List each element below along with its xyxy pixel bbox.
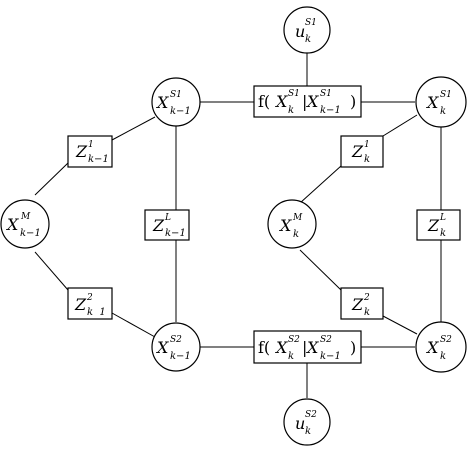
node-u-s2-sub: k [305, 426, 311, 437]
factor-z1-sub: k [364, 154, 370, 165]
node-x-m-prev-base: X [5, 215, 19, 234]
factor-f-s1-sub1: k [288, 105, 294, 116]
factor-z1: Z 1 k [340, 135, 384, 168]
edge-x-m-to-z2 [299, 249, 342, 291]
node-x-s2-sub: k [440, 351, 446, 362]
node-u-s2-base: u [295, 414, 305, 433]
node-x-s1-prev-sub: k−1 [170, 106, 191, 117]
node-u-s1-sub: k [305, 34, 311, 45]
factor-f-s1-f: f( [258, 92, 270, 111]
node-x-s1-prev: X S1 k−1 [151, 77, 201, 127]
factor-zl-prev-sub: k−1 [165, 228, 186, 239]
factor-f-s2-f: f( [258, 338, 270, 357]
factor-z2-sup: 2 [363, 293, 370, 303]
factor-f-s2-sup1: S2 [288, 335, 300, 345]
factor-f-s2-base1: X [274, 338, 288, 357]
node-x-s1-sup: S1 [440, 90, 452, 100]
factor-f-s1-sup1: S1 [288, 89, 300, 99]
factor-zl-prev-base: Z [152, 216, 165, 235]
factor-z1-prev-sup: 1 [88, 140, 94, 150]
edge-z1-to-x-m [299, 165, 342, 204]
factor-f-s2-base2: X [305, 338, 319, 357]
factor-z2-prev-base: Z [74, 295, 87, 314]
factor-z1-prev-sub: k−1 [88, 154, 109, 165]
edge-z1-prev-to-x-m-prev [34, 162, 69, 196]
variable-nodes: u S1 k X S1 k−1 X S1 k X M k−1 X M k [0, 6, 467, 446]
edge-z2-prev-to-x-s2-prev [111, 312, 156, 338]
factor-f-s2-bar: | [302, 338, 307, 357]
factor-zl-sup: L [439, 213, 446, 223]
factor-zl-prev: Z L k−1 [144, 209, 190, 241]
factor-z2-prev: Z 2 k 1 [67, 287, 113, 320]
edge-x-s1-to-z1 [382, 114, 418, 137]
factor-f-s1-close: ) [350, 92, 356, 111]
node-x-s2-prev-sub: k−1 [170, 351, 191, 362]
factor-f-s2-close: ) [350, 338, 356, 357]
factor-z1-prev: Z 1 k−1 [67, 135, 113, 168]
node-x-m-prev-sub: k−1 [20, 228, 41, 239]
factor-nodes: f( X S1 k | X S1 k−1 ) f( X S2 k | X S2 … [67, 85, 461, 364]
factor-f-s2-sup2: S2 [320, 335, 332, 345]
factor-z2-sub: k [364, 307, 370, 318]
factor-f-s2: f( X S2 k | X S2 k−1 ) [253, 330, 362, 364]
node-x-s1-prev-base: X [155, 93, 169, 112]
node-x-m: X M k [267, 199, 317, 249]
node-x-s2-prev: X S2 k−1 [151, 322, 201, 372]
node-u-s2: u S2 k [283, 398, 331, 446]
edge-x-m-prev-to-z2-prev [34, 251, 69, 291]
node-u-s2-sup: S2 [305, 410, 317, 420]
node-x-m-prev-sup: M [20, 212, 31, 222]
factor-z1-prev-base: Z [75, 142, 88, 161]
factor-z1-sup: 1 [364, 140, 370, 150]
edge-x-s1-prev-to-z1-prev [111, 116, 156, 141]
factor-f-s1: f( X S1 k | X S1 k−1 ) [253, 85, 362, 118]
factor-f-s1-base2: X [305, 92, 319, 111]
node-x-s1-prev-sup: S1 [170, 90, 182, 100]
node-x-s1: X S1 k [415, 76, 467, 128]
factor-zl-base: Z [427, 216, 440, 235]
factor-f-s1-sup2: S1 [320, 89, 332, 99]
node-x-m-sup: M [292, 213, 303, 223]
node-x-s2-prev-base: X [155, 338, 169, 357]
node-x-s2: X S2 k [415, 321, 467, 373]
factor-zl-sub: k [440, 228, 446, 239]
node-x-s1-base: X [425, 93, 439, 112]
edge-z2-to-x-s2 [382, 315, 418, 335]
node-u-s1: u S1 k [283, 6, 331, 54]
factor-f-s2-sub2: k−1 [320, 351, 341, 362]
factor-f-s1-base1: X [274, 92, 288, 111]
node-x-s2-base: X [425, 338, 439, 357]
node-x-s2-sup: S2 [440, 335, 452, 345]
factor-zl-prev-sup: L [164, 213, 171, 223]
factor-f-s1-bar: | [302, 92, 307, 111]
factor-f-s2-sub1: k [288, 351, 294, 362]
node-x-m-base: X [278, 216, 292, 235]
node-x-s2-prev-sup: S2 [170, 335, 182, 345]
factor-zl: Z L k [416, 209, 461, 241]
node-x-s1-sub: k [440, 106, 446, 117]
factor-z2-prev-sup: 2 [86, 293, 93, 303]
node-x-m-prev: X M k−1 [0, 199, 50, 249]
edges [34, 53, 442, 398]
node-u-s1-sup: S1 [305, 18, 317, 28]
factor-z1-base: Z [351, 142, 364, 161]
node-x-m-sub: k [293, 229, 299, 240]
factor-z2-base: Z [351, 295, 364, 314]
factor-z2: Z 2 k [340, 287, 384, 320]
factor-f-s1-sub2: k−1 [320, 105, 341, 116]
factor-z2-prev-sub: k 1 [87, 307, 106, 318]
node-u-s1-base: u [295, 22, 305, 41]
